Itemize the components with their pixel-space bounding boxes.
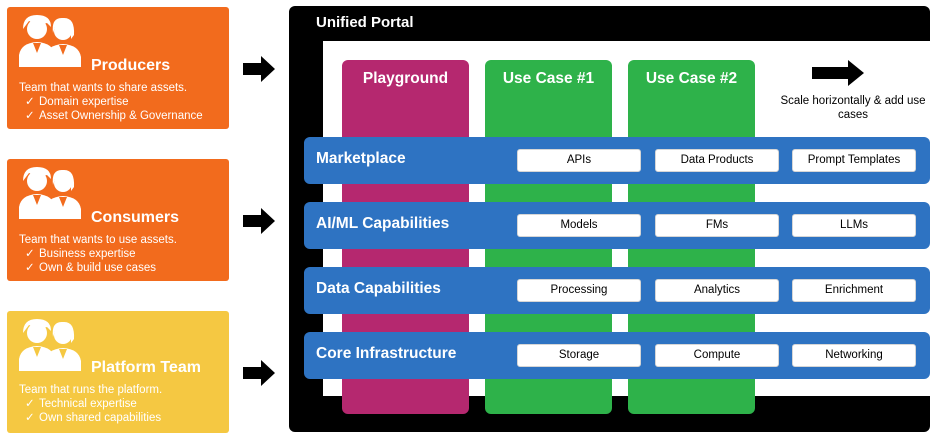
check-icon: ✓ [25,96,35,108]
people-icon [17,13,83,72]
people-icon [17,317,83,376]
layer-item: Prompt Templates [792,149,916,172]
arrow-right-icon [243,360,275,391]
persona-title: Consumers [91,209,180,226]
persona-description: Team that runs the platform. [19,384,163,396]
layer-item: FMs [655,214,779,237]
persona-description: Team that wants to use assets. [19,234,177,246]
list-item: ✓Technical expertise [25,398,137,410]
check-icon: ✓ [25,262,35,274]
arrow-right-icon [243,208,275,239]
list-item: ✓Domain expertise [25,96,129,108]
layer-item: Processing [517,279,641,302]
persona-title: Platform Team [91,359,201,376]
column-label-playground: Playground [362,70,449,87]
persona-card-platform-team: Platform Team Team that runs the platfor… [7,311,229,433]
arrow-right-icon [243,56,275,87]
persona-card-producers: Producers Team that wants to share asset… [7,7,229,129]
layer-marketplace: Marketplace APIs Data Products Prompt Te… [304,137,930,184]
check-icon: ✓ [25,398,35,410]
layer-item: Analytics [655,279,779,302]
arrow-right-icon [812,60,864,91]
layer-item: Models [517,214,641,237]
layer-label: Core Infrastructure [316,345,457,362]
list-item: ✓Own shared capabilities [25,412,162,424]
layer-data-capabilities: Data Capabilities Processing Analytics E… [304,267,930,314]
persona-items: ✓Technical expertise ✓Own shared capabil… [19,397,162,425]
layer-ai-ml-capabilities: AI/ML Capabilities Models FMs LLMs [304,202,930,249]
list-item: ✓Own & build use cases [25,262,156,274]
persona-items: ✓Business expertise ✓Own & build use cas… [19,247,177,275]
persona-description-block: Team that wants to use assets. ✓Business… [19,233,177,275]
column-label-use-case-2: Use Case #2 [645,70,738,87]
check-icon: ✓ [25,412,35,424]
layer-label: AI/ML Capabilities [316,215,450,232]
check-icon: ✓ [25,110,35,122]
portal-title: Unified Portal [316,14,414,31]
layer-item: Storage [517,344,641,367]
layer-item: APIs [517,149,641,172]
persona-title: Producers [91,57,171,74]
layer-item: LLMs [792,214,916,237]
persona-items: ✓Domain expertise ✓Asset Ownership & Gov… [19,95,203,123]
list-item: ✓Asset Ownership & Governance [25,110,203,122]
layer-item: Data Products [655,149,779,172]
scale-note: Scale horizontally & add use cases [780,95,926,121]
layer-core-infrastructure: Core Infrastructure Storage Compute Netw… [304,332,930,379]
layer-item: Compute [655,344,779,367]
persona-description-block: Team that runs the platform. ✓Technical … [19,383,162,425]
persona-card-consumers: Consumers Team that wants to use assets.… [7,159,229,281]
layer-label: Data Capabilities [316,280,441,297]
column-label-use-case-1: Use Case #1 [502,70,595,87]
layer-item: Networking [792,344,916,367]
list-item: ✓Business expertise [25,248,136,260]
check-icon: ✓ [25,248,35,260]
layer-label: Marketplace [316,150,406,167]
persona-description: Team that wants to share assets. [19,82,188,94]
people-icon [17,165,83,224]
persona-description-block: Team that wants to share assets. ✓Domain… [19,81,203,123]
layer-item: Enrichment [792,279,916,302]
